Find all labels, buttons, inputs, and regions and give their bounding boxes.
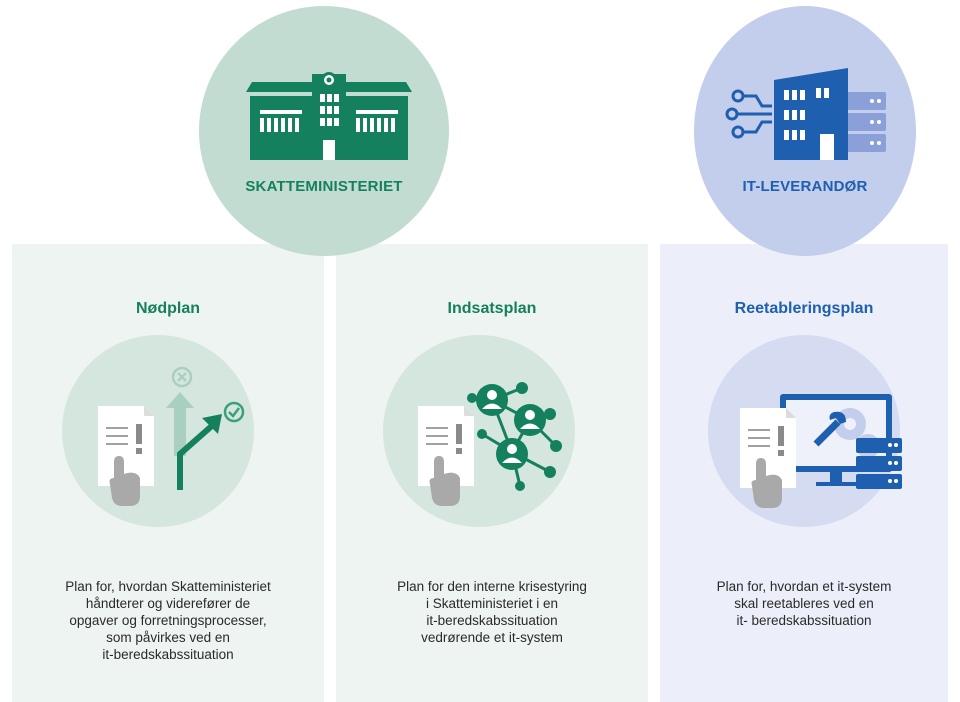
description-line: Plan for, hvordan Skatteministeriet — [65, 579, 271, 594]
description-line: vedrørende et it-system — [421, 630, 563, 645]
description-line: Plan for, hvordan et it-system — [716, 579, 892, 594]
reetableringsplan-description: Plan for, hvordan et it-system skal reet… — [660, 578, 948, 629]
reetableringsplan-title: Reetableringsplan — [734, 300, 874, 317]
it-provider-building-server-icon — [725, 68, 886, 160]
description-line: it- beredskabssituation — [736, 613, 872, 628]
nodplan-icon-circle — [62, 335, 254, 527]
description-line: it-beredskabssituation — [426, 613, 558, 628]
description-line: Plan for den interne krisestyring — [397, 579, 587, 594]
it-leverandor-label: IT-LEVERANDØR — [742, 178, 868, 195]
indsatsplan-description: Plan for den interne krisestyring i Skat… — [336, 578, 648, 646]
government-building-icon — [246, 72, 412, 160]
emergency-plan-decision-arrows-icon — [98, 366, 245, 506]
indsatsplan-title: Indsatsplan — [447, 300, 537, 317]
description-line: håndterer og viderefører de — [85, 596, 251, 611]
skatteministeriet-label: SKATTEMINISTERIET — [245, 178, 403, 195]
description-line: it-beredskabssituation — [102, 647, 234, 662]
description-line: i Skatteministeriet i en — [425, 596, 559, 611]
description-line: som påvirkes ved en — [106, 630, 230, 645]
response-plan-network-people-icon — [418, 382, 562, 506]
reestablishment-plan-monitor-server-icon — [740, 394, 902, 508]
nodplan-title: Nødplan — [136, 300, 200, 317]
description-line: opgaver og forretningsprocesser, — [69, 613, 267, 628]
description-line: skal reetableres ved en — [734, 596, 874, 611]
nodplan-description: Plan for, hvordan Skatteministeriet hånd… — [12, 578, 324, 663]
